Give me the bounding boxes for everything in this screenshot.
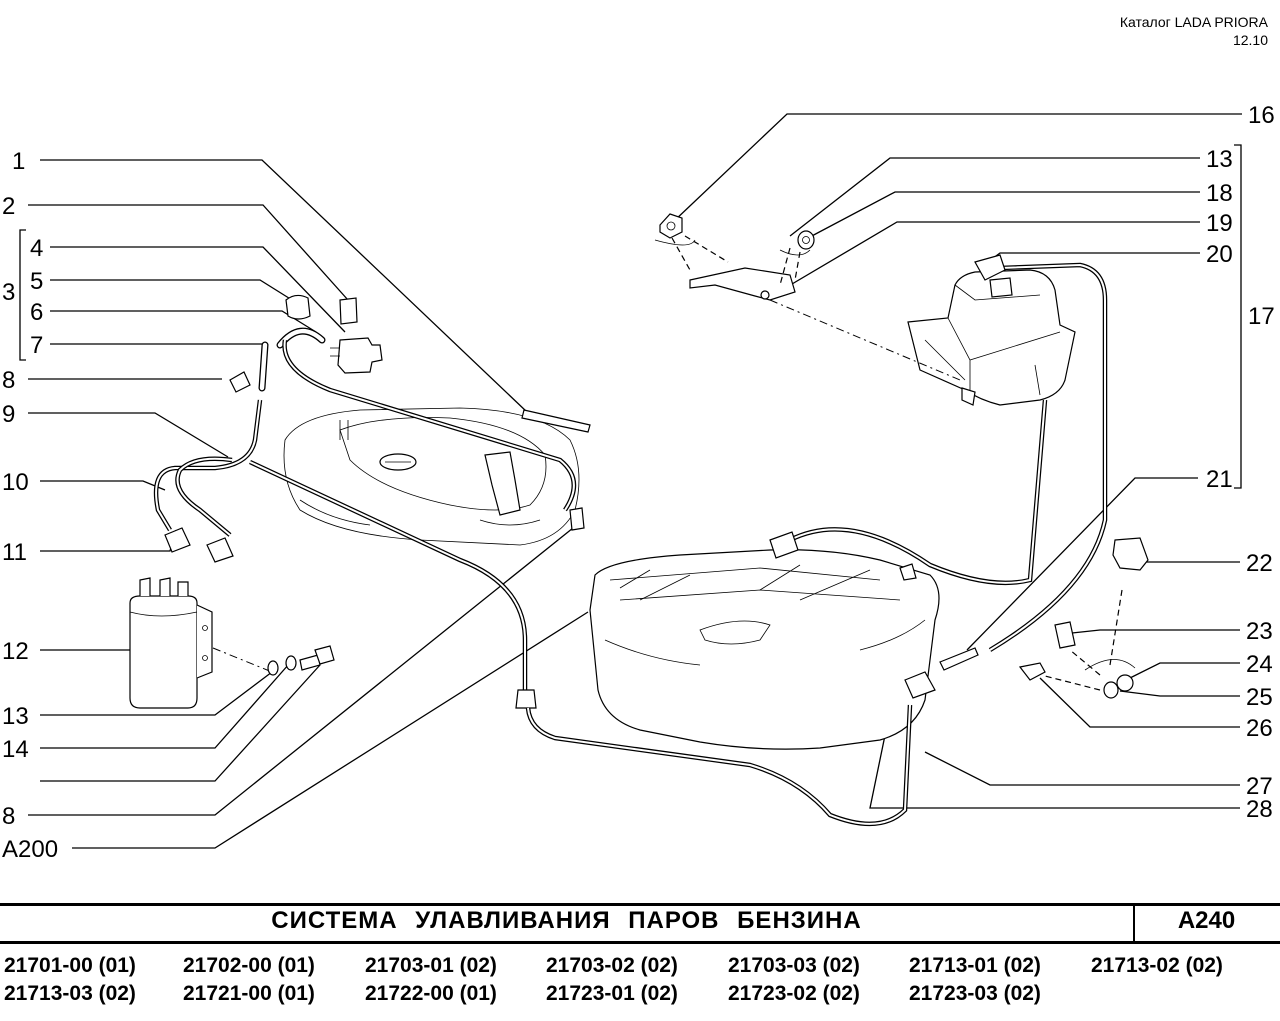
callout-24: 24 [1246,651,1273,678]
catalog-date: 12.10 [1232,32,1268,48]
callout-11: 11 [2,539,27,566]
variant-code: 21703-03 (02) [728,954,860,977]
footer-bottom-rule [0,941,1280,944]
separator-tank [907,254,1076,406]
callout-13: 13 [2,703,29,730]
diagram-code: A240 [1177,907,1236,934]
callout-16: 16 [1248,102,1275,129]
variant-code: 21702-00 (01) [183,954,315,977]
hose-lines-left [153,327,585,709]
callout-7: 7 [30,332,43,359]
callout-28: 28 [1246,796,1273,823]
variant-code: 21723-01 (02) [546,982,678,1005]
callout-2: 2 [2,193,15,220]
callout-6: 6 [30,299,43,326]
callout-17: 17 [1248,303,1275,330]
footer-divider [1133,903,1135,944]
callout-14: 14 [2,736,29,763]
washers-bolt [267,645,335,676]
callout-20: 20 [1206,241,1233,268]
fuel-tank [589,549,940,750]
callout-18: 18 [1206,180,1233,207]
clip-set [1018,537,1149,699]
variant-code: 21713-02 (02) [1091,954,1223,977]
variant-code: 21723-02 (02) [728,982,860,1005]
callout-4: 4 [30,235,43,262]
cable-tie [521,409,591,433]
variant-code: 21703-01 (02) [365,954,497,977]
callout-19: 19 [1206,210,1233,237]
diagram-title: СИСТЕМА УЛАВЛИВАНИЯ ПАРОВ БЕНЗИНА [271,907,862,934]
callout-labels: 1 2 3 4 5 6 7 8 9 10 11 12 13 14 8 A200 … [2,102,1275,863]
callout-22: 22 [1246,550,1273,577]
callout-5: 5 [30,268,43,295]
variant-code: 21722-00 (01) [365,982,497,1005]
callout-25: 25 [1246,684,1273,711]
callout-a200: A200 [2,836,58,863]
variant-code: 21721-00 (01) [183,982,315,1005]
variant-code: 21703-02 (02) [546,954,678,977]
parts-diagram: 1 2 3 4 5 6 7 8 9 10 11 12 13 14 8 A200 … [2,102,1275,863]
callout-10: 10 [2,469,29,496]
mounting-bracket [654,213,961,381]
fuel-vapor-line [525,262,1108,827]
variant-code: 21713-01 (02) [909,954,1041,977]
callout-9: 9 [2,401,15,428]
adsorber-canister [129,577,273,709]
callout-3: 3 [2,279,15,306]
engine-compartment [283,407,580,546]
callout-13-right: 13 [1206,146,1233,173]
footer-top-rule [0,903,1280,906]
variant-code: 21713-03 (02) [4,982,136,1005]
callout-1: 1 [12,148,25,175]
callout-26: 26 [1246,715,1273,742]
callout-23: 23 [1246,618,1273,645]
variant-code: 21701-00 (01) [4,954,136,977]
leader-lines-right [672,113,1242,809]
callout-21: 21 [1206,466,1233,493]
callout-12: 12 [2,638,29,665]
callout-8: 8 [2,367,15,394]
purge-valve [285,294,383,374]
catalog-title: Каталог LADA PRIORA [1119,14,1268,30]
callout-8-lower: 8 [2,803,15,830]
callout-27: 27 [1246,773,1273,800]
variant-code: 21723-03 (02) [909,982,1041,1005]
